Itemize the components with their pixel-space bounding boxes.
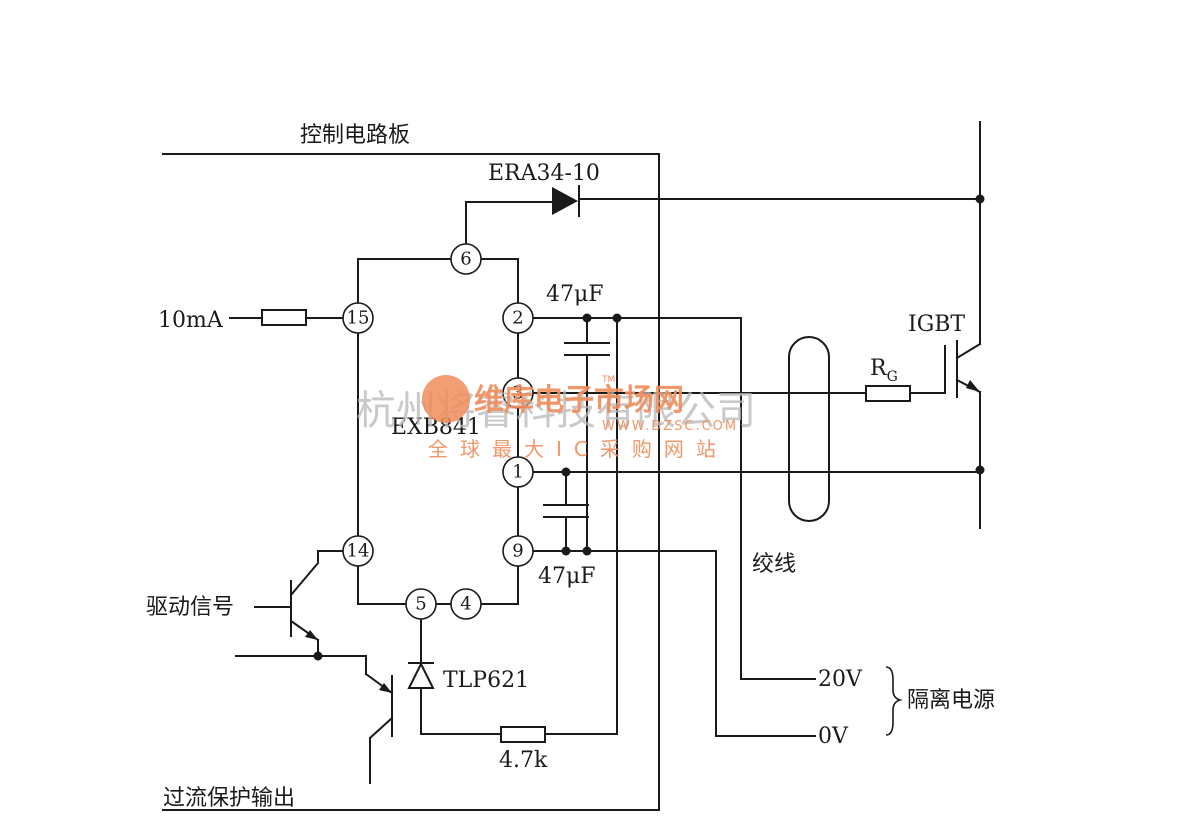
watermark-brand: 维库电子市场网 bbox=[474, 383, 684, 418]
svg-text:14: 14 bbox=[347, 541, 370, 562]
svg-text:3: 3 bbox=[512, 383, 523, 404]
control-board-outline bbox=[162, 153, 660, 811]
junction-cap2-top bbox=[561, 467, 571, 477]
pin-9: 9 bbox=[502, 535, 534, 567]
pin-3: 3 bbox=[502, 377, 534, 409]
pin2-20v-wire bbox=[531, 317, 816, 680]
supply-brace bbox=[885, 666, 903, 736]
pin-1: 1 bbox=[502, 456, 534, 488]
pin9-0v-wire bbox=[531, 550, 816, 737]
pin6-wire bbox=[465, 201, 553, 245]
svg-text:15: 15 bbox=[347, 308, 370, 329]
drive-signal-label: 驱动信号 bbox=[146, 595, 234, 620]
era34-10-diode bbox=[552, 185, 580, 217]
opto-transistor bbox=[364, 672, 394, 740]
pin-15: 15 bbox=[342, 302, 374, 334]
pin14-wire bbox=[317, 550, 344, 562]
cap-top-label: 47μF bbox=[546, 282, 604, 307]
0v-label: 0V bbox=[818, 724, 849, 749]
junction-cap1-bottom bbox=[582, 546, 592, 556]
10ma-resistor bbox=[261, 309, 307, 326]
board-label: 控制电路板 bbox=[300, 123, 410, 148]
twisted-pair-oval bbox=[788, 336, 830, 522]
overcurrent-sense-wire bbox=[544, 317, 618, 735]
svg-text:6: 6 bbox=[460, 249, 471, 270]
pin-2: 2 bbox=[502, 302, 534, 334]
junction-cap2-bottom bbox=[561, 546, 571, 556]
svg-text:4: 4 bbox=[460, 594, 471, 615]
4.7k-resistor bbox=[500, 726, 546, 743]
opto-base-wire bbox=[235, 655, 367, 675]
junction-emitter bbox=[975, 465, 985, 475]
svg-text:1: 1 bbox=[512, 462, 523, 483]
junction-collector bbox=[975, 194, 985, 204]
pin-5: 5 bbox=[405, 588, 437, 620]
watermark: 杭州将睿科技有限公司 维库电子市场网 TM WWW.DZSC.COM 全球最大I… bbox=[356, 375, 756, 461]
opto-label: TLP621 bbox=[443, 668, 529, 693]
tlp621-led bbox=[407, 661, 435, 689]
diode-label: ERA34-10 bbox=[488, 161, 600, 186]
twisted-pair-label: 绞线 bbox=[752, 552, 796, 577]
junction-sense-top bbox=[612, 313, 622, 323]
pin-14: 14 bbox=[342, 535, 374, 567]
cap-bottom-label: 47μF bbox=[538, 564, 596, 589]
isolated-supply-label: 隔离电源 bbox=[907, 688, 995, 713]
junction-drive-emitter bbox=[313, 651, 323, 661]
svg-text:9: 9 bbox=[512, 541, 523, 562]
exb841-chip-body bbox=[357, 258, 519, 605]
overcurrent-output-label: 过流保护输出 bbox=[163, 786, 295, 811]
led-to-resistor-wire bbox=[420, 687, 502, 735]
rg-label: RG bbox=[870, 356, 898, 385]
watermark-url: WWW.DZSC.COM bbox=[602, 419, 738, 434]
igbt-symbol bbox=[944, 340, 982, 398]
drive-transistor bbox=[289, 561, 320, 642]
watermark-tm: TM bbox=[601, 375, 615, 385]
pin-4: 4 bbox=[450, 588, 482, 620]
rg-resistor bbox=[865, 385, 911, 402]
20v-label: 20V bbox=[818, 667, 863, 692]
igbt-label: IGBT bbox=[908, 312, 965, 337]
pin-6: 6 bbox=[450, 243, 482, 275]
watermark-logo-icon bbox=[422, 375, 470, 423]
current-label: 10mA bbox=[158, 308, 224, 333]
svg-text:5: 5 bbox=[415, 594, 426, 615]
junction-cap1-top bbox=[582, 313, 592, 323]
watermark-slogan: 全球最大IC采购网站 bbox=[428, 437, 728, 461]
resistor-label: 4.7k bbox=[499, 748, 548, 773]
svg-text:2: 2 bbox=[512, 308, 523, 329]
